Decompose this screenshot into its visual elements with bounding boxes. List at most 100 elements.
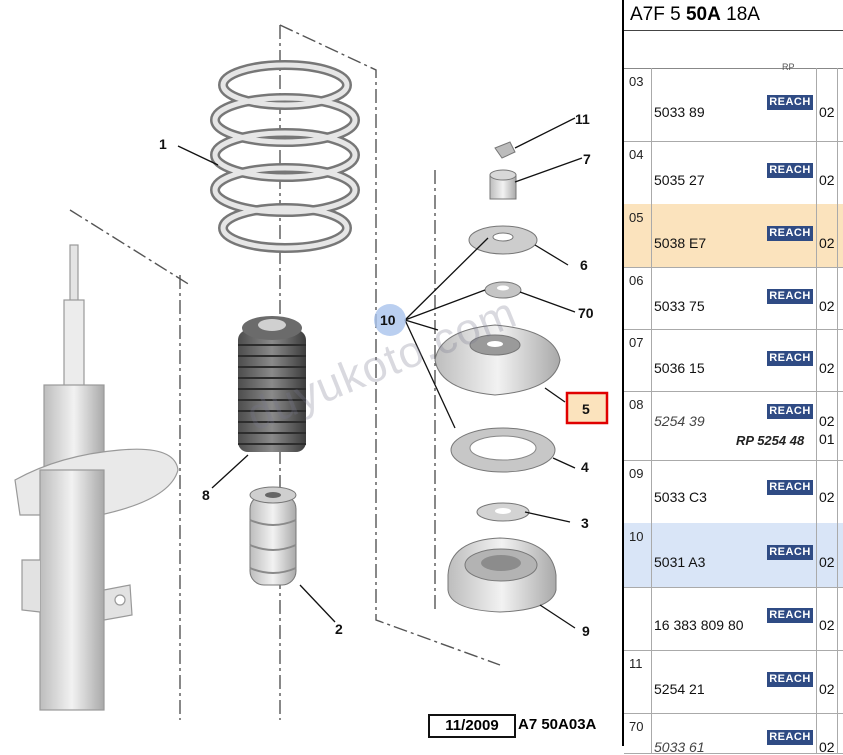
part-reference[interactable]: 5033 61	[654, 739, 705, 755]
part-reference[interactable]: 5254 39	[654, 413, 705, 429]
callout-4[interactable]: 4	[581, 459, 589, 475]
row-quantity: 02	[819, 739, 835, 755]
callout-70[interactable]: 70	[578, 305, 594, 321]
row-position: 03	[629, 74, 644, 89]
column-divider	[816, 587, 817, 650]
row-quantity: 02	[819, 360, 835, 376]
title-suffix: 18A	[720, 4, 760, 25]
part-reference[interactable]: 5033 75	[654, 298, 705, 314]
callout-3[interactable]: 3	[581, 515, 589, 531]
shock-absorber-strut	[14, 244, 179, 711]
cup-washer	[468, 225, 538, 255]
part-reference[interactable]: 16 383 809 80	[654, 617, 744, 633]
callout-9[interactable]: 9	[582, 623, 590, 639]
callout-5[interactable]: 5	[582, 401, 590, 417]
callout-5-highlight-box	[565, 391, 609, 425]
column-divider	[837, 391, 838, 460]
reach-badge: REACH	[767, 480, 813, 495]
callout-10[interactable]: 10	[380, 312, 396, 328]
column-divider	[651, 587, 652, 650]
upper-mount	[434, 324, 561, 396]
column-divider	[837, 204, 838, 267]
row-position: 11	[629, 656, 643, 671]
flat-washer	[476, 502, 530, 522]
parts-row[interactable]: 07 5036 15 REACH 02	[624, 329, 843, 392]
column-divider	[651, 650, 652, 713]
row-position: 07	[629, 335, 644, 350]
callout-11[interactable]: 11	[575, 111, 590, 127]
coil-spring	[210, 60, 360, 253]
column-divider	[816, 141, 817, 204]
column-divider	[816, 267, 817, 329]
column-divider	[651, 141, 652, 204]
column-divider	[651, 460, 652, 523]
reach-badge: REACH	[767, 163, 813, 178]
callout-1[interactable]: 1	[159, 136, 167, 152]
part-reference[interactable]: 5254 21	[654, 681, 705, 697]
callout-8[interactable]: 8	[202, 487, 210, 503]
row-position: 06	[629, 273, 644, 288]
part-reference[interactable]: 5033 89	[654, 104, 705, 120]
column-divider	[651, 68, 652, 141]
parts-row[interactable]: 70 5033 61 REACH 02	[624, 713, 843, 755]
column-divider	[816, 68, 817, 141]
column-divider	[816, 460, 817, 523]
panel-subheader	[624, 30, 843, 69]
reach-badge: REACH	[767, 730, 813, 745]
reach-badge: REACH	[767, 351, 813, 366]
parts-row[interactable]: 09 5033 C3 REACH 02	[624, 460, 843, 524]
column-divider	[837, 650, 838, 713]
parts-row[interactable]: 16 383 809 80 REACH 02	[624, 587, 843, 651]
top-nut	[494, 141, 516, 159]
column-divider	[651, 713, 652, 753]
column-divider	[816, 713, 817, 753]
column-divider	[837, 141, 838, 204]
reach-badge: REACH	[767, 95, 813, 110]
column-divider	[651, 523, 652, 587]
column-divider	[816, 329, 817, 391]
row-quantity: 02	[819, 681, 835, 697]
assembly-guide-lines	[69, 24, 501, 720]
row-quantity: 02	[819, 172, 835, 188]
part-reference[interactable]: 5031 A3	[654, 554, 706, 570]
part-reference[interactable]: 5038 E7	[654, 235, 707, 251]
replacement-reference: RP 5254 48	[736, 433, 805, 448]
column-divider	[651, 329, 652, 391]
row-position: 70	[629, 719, 644, 734]
diagram-canvas: 1 2 3 4 5 6 7 8 9 10 11 70	[14, 24, 609, 720]
column-divider	[837, 68, 838, 141]
row-position: 09	[629, 466, 644, 481]
thrust-bearing	[450, 427, 556, 473]
column-divider	[837, 523, 838, 587]
column-divider	[651, 204, 652, 267]
part-reference[interactable]: 5036 15	[654, 360, 705, 376]
callout-2[interactable]: 2	[335, 621, 343, 637]
column-divider	[651, 391, 652, 460]
row-quantity-secondary: 01	[819, 431, 835, 447]
panel-header: A7F 5 50A 18A	[624, 0, 843, 31]
callout-6[interactable]: 6	[580, 257, 588, 273]
leader-lines	[177, 117, 583, 629]
spring-seat	[447, 537, 557, 613]
column-divider	[816, 204, 817, 267]
exploded-parts-diagram: 1 2 3 4 5 6 7 8 9 10 11 70	[14, 24, 609, 720]
reach-badge: REACH	[767, 226, 813, 241]
reach-badge: REACH	[767, 608, 813, 623]
column-divider	[651, 267, 652, 329]
row-quantity: 02	[819, 554, 835, 570]
callout-7[interactable]: 7	[583, 151, 591, 167]
bump-stop	[249, 486, 297, 586]
row-quantity: 02	[819, 489, 835, 505]
row-quantity: 02	[819, 617, 835, 633]
part-reference[interactable]: 5035 27	[654, 172, 705, 188]
reach-badge: REACH	[767, 545, 813, 560]
part-reference[interactable]: 5033 C3	[654, 489, 707, 505]
